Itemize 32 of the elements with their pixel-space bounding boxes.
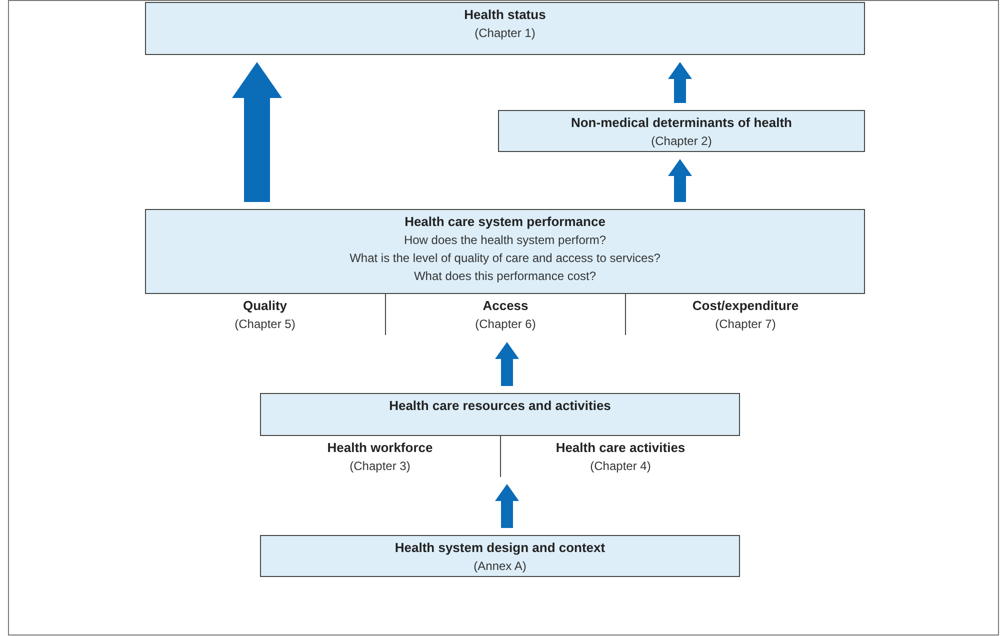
arrow xyxy=(668,62,692,103)
box-heading: Health care activities xyxy=(556,439,686,457)
box-text: (Chapter 1) xyxy=(474,25,536,42)
box-heading: Quality xyxy=(242,297,288,315)
box-text: (Chapter 4) xyxy=(590,458,651,475)
box-text: How does the health system perform? xyxy=(404,232,606,249)
box-text: (Chapter 7) xyxy=(715,316,776,333)
arrow xyxy=(495,342,519,386)
box-heading: Health status xyxy=(464,6,546,24)
box-heading: Non-medical determinants of health xyxy=(570,114,792,132)
process-box xyxy=(145,2,865,55)
box-text: (Chapter 3) xyxy=(350,458,410,475)
process-box xyxy=(145,209,865,335)
box-text: (Annex A) xyxy=(474,558,526,575)
table-cell xyxy=(385,293,625,335)
process-box xyxy=(260,535,740,577)
arrow xyxy=(495,484,519,528)
box-heading: Health system design and context xyxy=(394,539,606,557)
box-heading: Health care system performance xyxy=(404,213,606,231)
box-text: What does this performance cost? xyxy=(414,268,596,285)
box-heading: Health workforce xyxy=(327,439,433,457)
process-box xyxy=(260,393,740,477)
box-heading: Cost/expenditure xyxy=(692,297,799,315)
process-box xyxy=(498,110,865,152)
box-text: (Chapter 5) xyxy=(234,316,296,333)
box-text: What is the level of quality of care and access to services? xyxy=(350,250,660,267)
box-heading: Access xyxy=(482,297,528,315)
box-text: (Chapter 6) xyxy=(475,316,536,333)
arrow xyxy=(232,62,282,202)
box-heading: Health care resources and activities xyxy=(389,397,611,415)
arrow xyxy=(668,159,692,202)
box-text: (Chapter 2) xyxy=(651,133,712,150)
